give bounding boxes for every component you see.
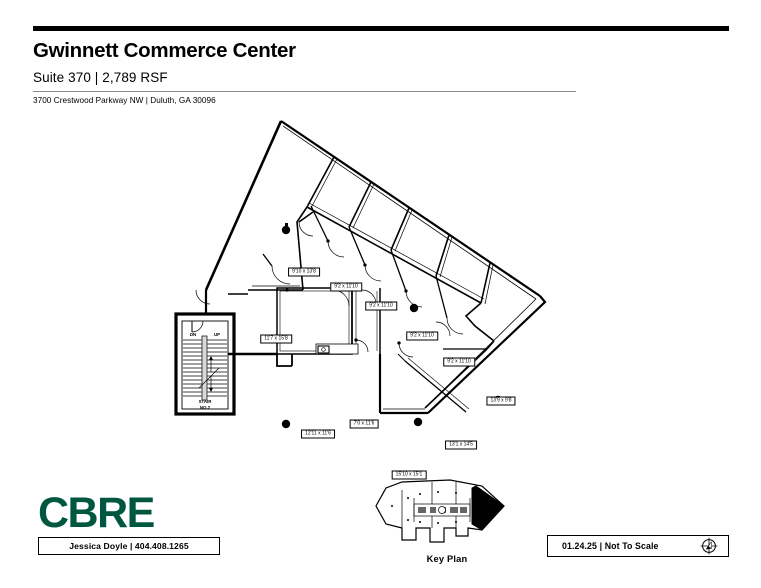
floor-plan-drawing: DN UP STAIR NO.2 — [0, 100, 761, 480]
cbre-logo: CBRE — [38, 489, 155, 537]
property-address: 3700 Crestwood Parkway NW | Duluth, GA 3… — [33, 95, 216, 105]
structural-columns — [281, 223, 503, 429]
door-swing-office-10 — [435, 321, 451, 337]
door-swing-office-5 — [446, 317, 464, 335]
exterior-wall-north — [280, 120, 541, 297]
wall-lower-right-jog — [486, 340, 495, 350]
key-plan-label: Key Plan — [426, 554, 468, 564]
room-dimension-label: 15'10 x 15'1 — [391, 470, 427, 480]
door-swing-corridor — [195, 289, 211, 305]
exterior-wall-north-inner — [282, 125, 537, 300]
partition-office-10-11 — [404, 360, 467, 413]
partition-office-10-11-inner — [407, 357, 470, 410]
key-plan-svg — [375, 479, 505, 543]
wall-lower-right-diagonal — [424, 348, 488, 409]
partition-office-1-2 — [306, 156, 335, 208]
room-dimension-label: 11'7 x 15'8 — [260, 334, 292, 344]
room-dimension-label: 9'10 x 13'8 — [288, 267, 320, 277]
partition-office-5-6 — [480, 262, 491, 304]
date-scale-text: 01.24.25 | Not To Scale — [562, 541, 659, 551]
door-swing-office-11 — [398, 342, 414, 358]
door-swing-office-8 — [332, 289, 350, 307]
door-swings — [195, 221, 464, 358]
column-node-1 — [285, 288, 289, 292]
stair-name-line2: NO.2 — [200, 405, 211, 410]
door-hinge-nodes — [326, 239, 408, 345]
broker-contact-box[interactable]: Jessica Doyle | 404.408.1265 — [38, 537, 220, 555]
room-dimension-label: 13'1 x 14'5 — [445, 440, 477, 450]
door-swing-office-6 — [271, 265, 291, 285]
stair-name-line1: STAIR — [199, 399, 213, 404]
wall-lower-right-upper — [464, 302, 495, 342]
door-swing-office-2 — [327, 240, 345, 258]
floor-plan-svg: DN UP STAIR NO.2 — [174, 120, 547, 429]
stair-up-label: UP — [214, 332, 220, 337]
partition-office-1-2-inner — [310, 158, 338, 209]
room-dimension-label: 7'0 x 11'6 — [349, 419, 379, 429]
key-plan-suite-highlight — [471, 485, 505, 531]
partition-office-4-5 — [435, 234, 450, 277]
partition-office-3-4 — [390, 207, 410, 251]
stairwell-no2: DN UP STAIR NO.2 — [174, 312, 236, 416]
column-2 — [409, 303, 419, 313]
room-dimension-label: 9'2 x 11'10 — [443, 357, 475, 367]
north-arrow-icon — [700, 537, 718, 555]
room-dimension-label: 9'2 x 11'10 — [330, 282, 362, 292]
corridor-wall-northeast-inner — [308, 202, 485, 300]
wall-office-6-east — [296, 206, 308, 291]
partition-office-3-4-inner — [394, 209, 413, 252]
suite-subtitle: Suite 370 | 2,789 RSF — [33, 69, 168, 85]
header-top-rule — [33, 26, 729, 31]
stair-down-label: DN — [190, 332, 196, 337]
column-marker-top — [285, 223, 288, 226]
column-1 — [281, 225, 291, 235]
room-dimension-label: 12'11 x 11'6 — [301, 429, 335, 439]
key-plan-diagram — [372, 476, 522, 556]
counter-casework — [315, 343, 359, 355]
sink-basin-icon — [321, 347, 326, 352]
page-title: Gwinnett Commerce Center — [33, 39, 296, 62]
exterior-wall-northwest — [204, 120, 283, 291]
header-divider — [33, 90, 576, 92]
stair-door-swing — [191, 320, 204, 333]
partition-office-4-5-inner — [439, 236, 453, 278]
column-5 — [413, 417, 423, 427]
room-dimension-label: 13'9 x 9'8 — [486, 396, 516, 406]
room-dimension-label: 9'2 x 11'10 — [365, 301, 397, 311]
room-dimension-label: 9'2 x 11'10 — [406, 331, 438, 341]
key-plan-columns — [391, 491, 457, 524]
wall-office-8-inner — [279, 290, 350, 352]
wall-office-8-southwest-jog — [276, 354, 292, 367]
corridor-wall-northeast — [306, 206, 482, 304]
exterior-wall-east — [427, 295, 547, 414]
column-4 — [281, 419, 291, 429]
door-swing-office-4 — [405, 290, 423, 308]
door-swing-office-1 — [298, 221, 314, 237]
sink-fixture — [317, 345, 330, 354]
broker-contact-text: Jessica Doyle | 404.408.1265 — [69, 541, 189, 551]
date-scale-box: 01.24.25 | Not To Scale — [547, 535, 729, 557]
partition-office-5-6-inner — [484, 264, 494, 305]
document-header: Gwinnett Commerce Center Suite 370 | 2,7… — [33, 39, 733, 105]
partition-office-10-11-stub — [397, 353, 406, 362]
partition-office-2-3 — [348, 181, 372, 228]
door-swing-office-3 — [364, 264, 382, 282]
door-leaves — [262, 205, 448, 319]
stair-stringer — [201, 335, 208, 401]
partition-office-2-3-inner — [352, 183, 375, 229]
key-plan-core-circle — [438, 506, 446, 514]
stair-direction-arrows — [198, 356, 220, 392]
